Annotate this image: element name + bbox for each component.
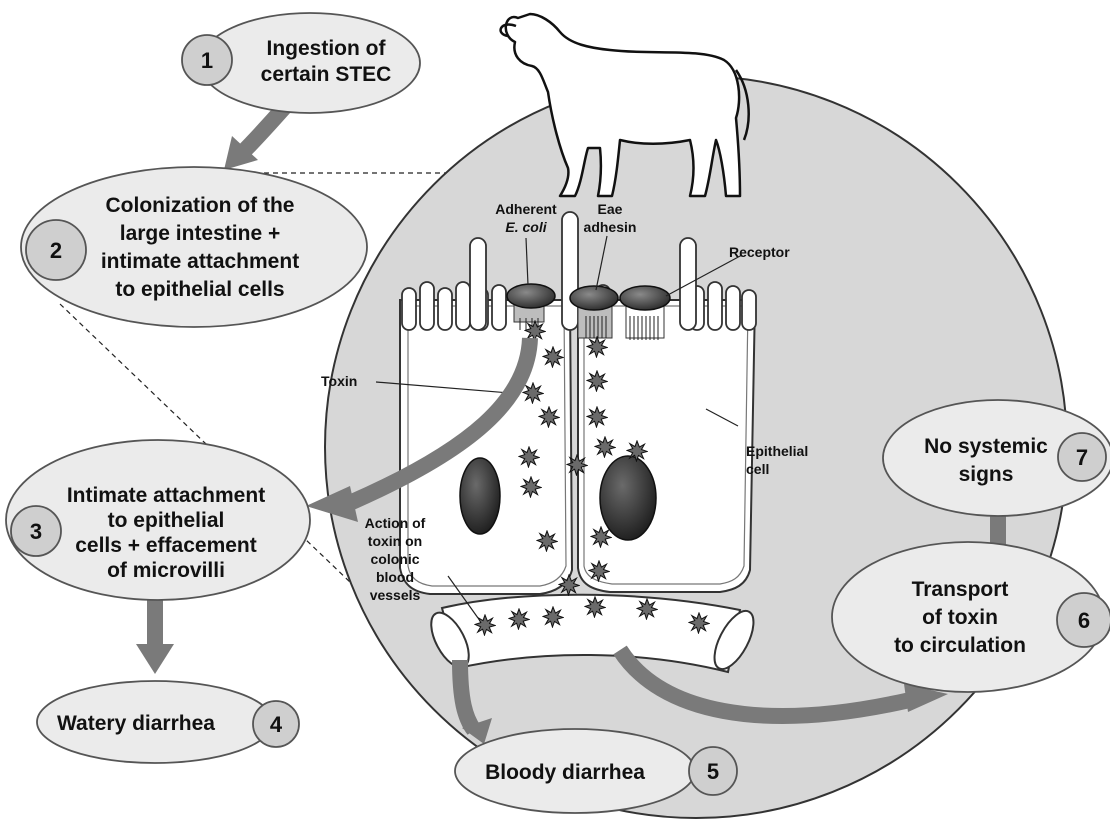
label-action-1: Action of [365,515,426,531]
step-3-text-line: to epithelial [108,509,225,532]
step-4-bubble: 4 Watery diarrhea [37,681,299,763]
nucleus-right [600,456,656,540]
step-6-text-line: of toxin [922,606,998,629]
step-3-text-line: cells + effacement [75,534,257,557]
step-1-text-line: certain STEC [261,63,392,86]
step-1-text-line: Ingestion of [267,37,387,60]
step-4-text-line: Watery diarrhea [57,712,215,735]
step-2-text-line: intimate attachment [101,250,299,273]
step-5-text-line: Bloody diarrhea [485,761,645,784]
label-action-4: blood [376,569,414,585]
step-7-number: 7 [1076,445,1088,470]
step-3-text-line: of microvilli [107,559,225,582]
step-7-bubble: 7 No systemic signs [883,400,1110,516]
step-1-number: 1 [201,48,213,73]
label-eae: Eae [598,201,623,217]
label-action-5: vessels [370,587,421,603]
label-action-2: toxin on [368,533,422,549]
label-receptor: Receptor [729,244,790,260]
label-epithelial: Epithelial [746,443,808,459]
step-7-text-line: signs [959,463,1014,486]
step-6-bubble: 6 Transport of toxin to circulation [832,542,1110,692]
step-3-number: 3 [30,519,42,544]
step-6-text-line: Transport [912,578,1009,601]
label-adherent: Adherent [495,201,557,217]
label-action-3: colonic [370,551,419,567]
step-5-number: 5 [707,759,719,784]
step-3-text-line: Intimate attachment [67,484,265,507]
step-7-text-line: No systemic [924,435,1048,458]
label-ecoli: E. coli [505,219,547,235]
label-cell: cell [746,461,769,477]
step-2-text-line: Colonization of the [106,194,295,217]
nucleus-left [460,458,500,534]
label-adhesin: adhesin [584,219,637,235]
step-2-number: 2 [50,238,62,263]
step-6-number: 6 [1078,608,1090,633]
step-6-text-line: to circulation [894,634,1026,657]
step-2-bubble: 2 Colonization of the large intestine + int… [21,167,367,327]
label-toxin: Toxin [321,373,357,389]
step-2-text-line: large intestine + [120,222,280,245]
step-4-number: 4 [270,712,283,737]
step-1-bubble: 1 Ingestion of certain STEC [182,13,420,113]
step-2-text-line: to epithelial cells [115,278,284,301]
